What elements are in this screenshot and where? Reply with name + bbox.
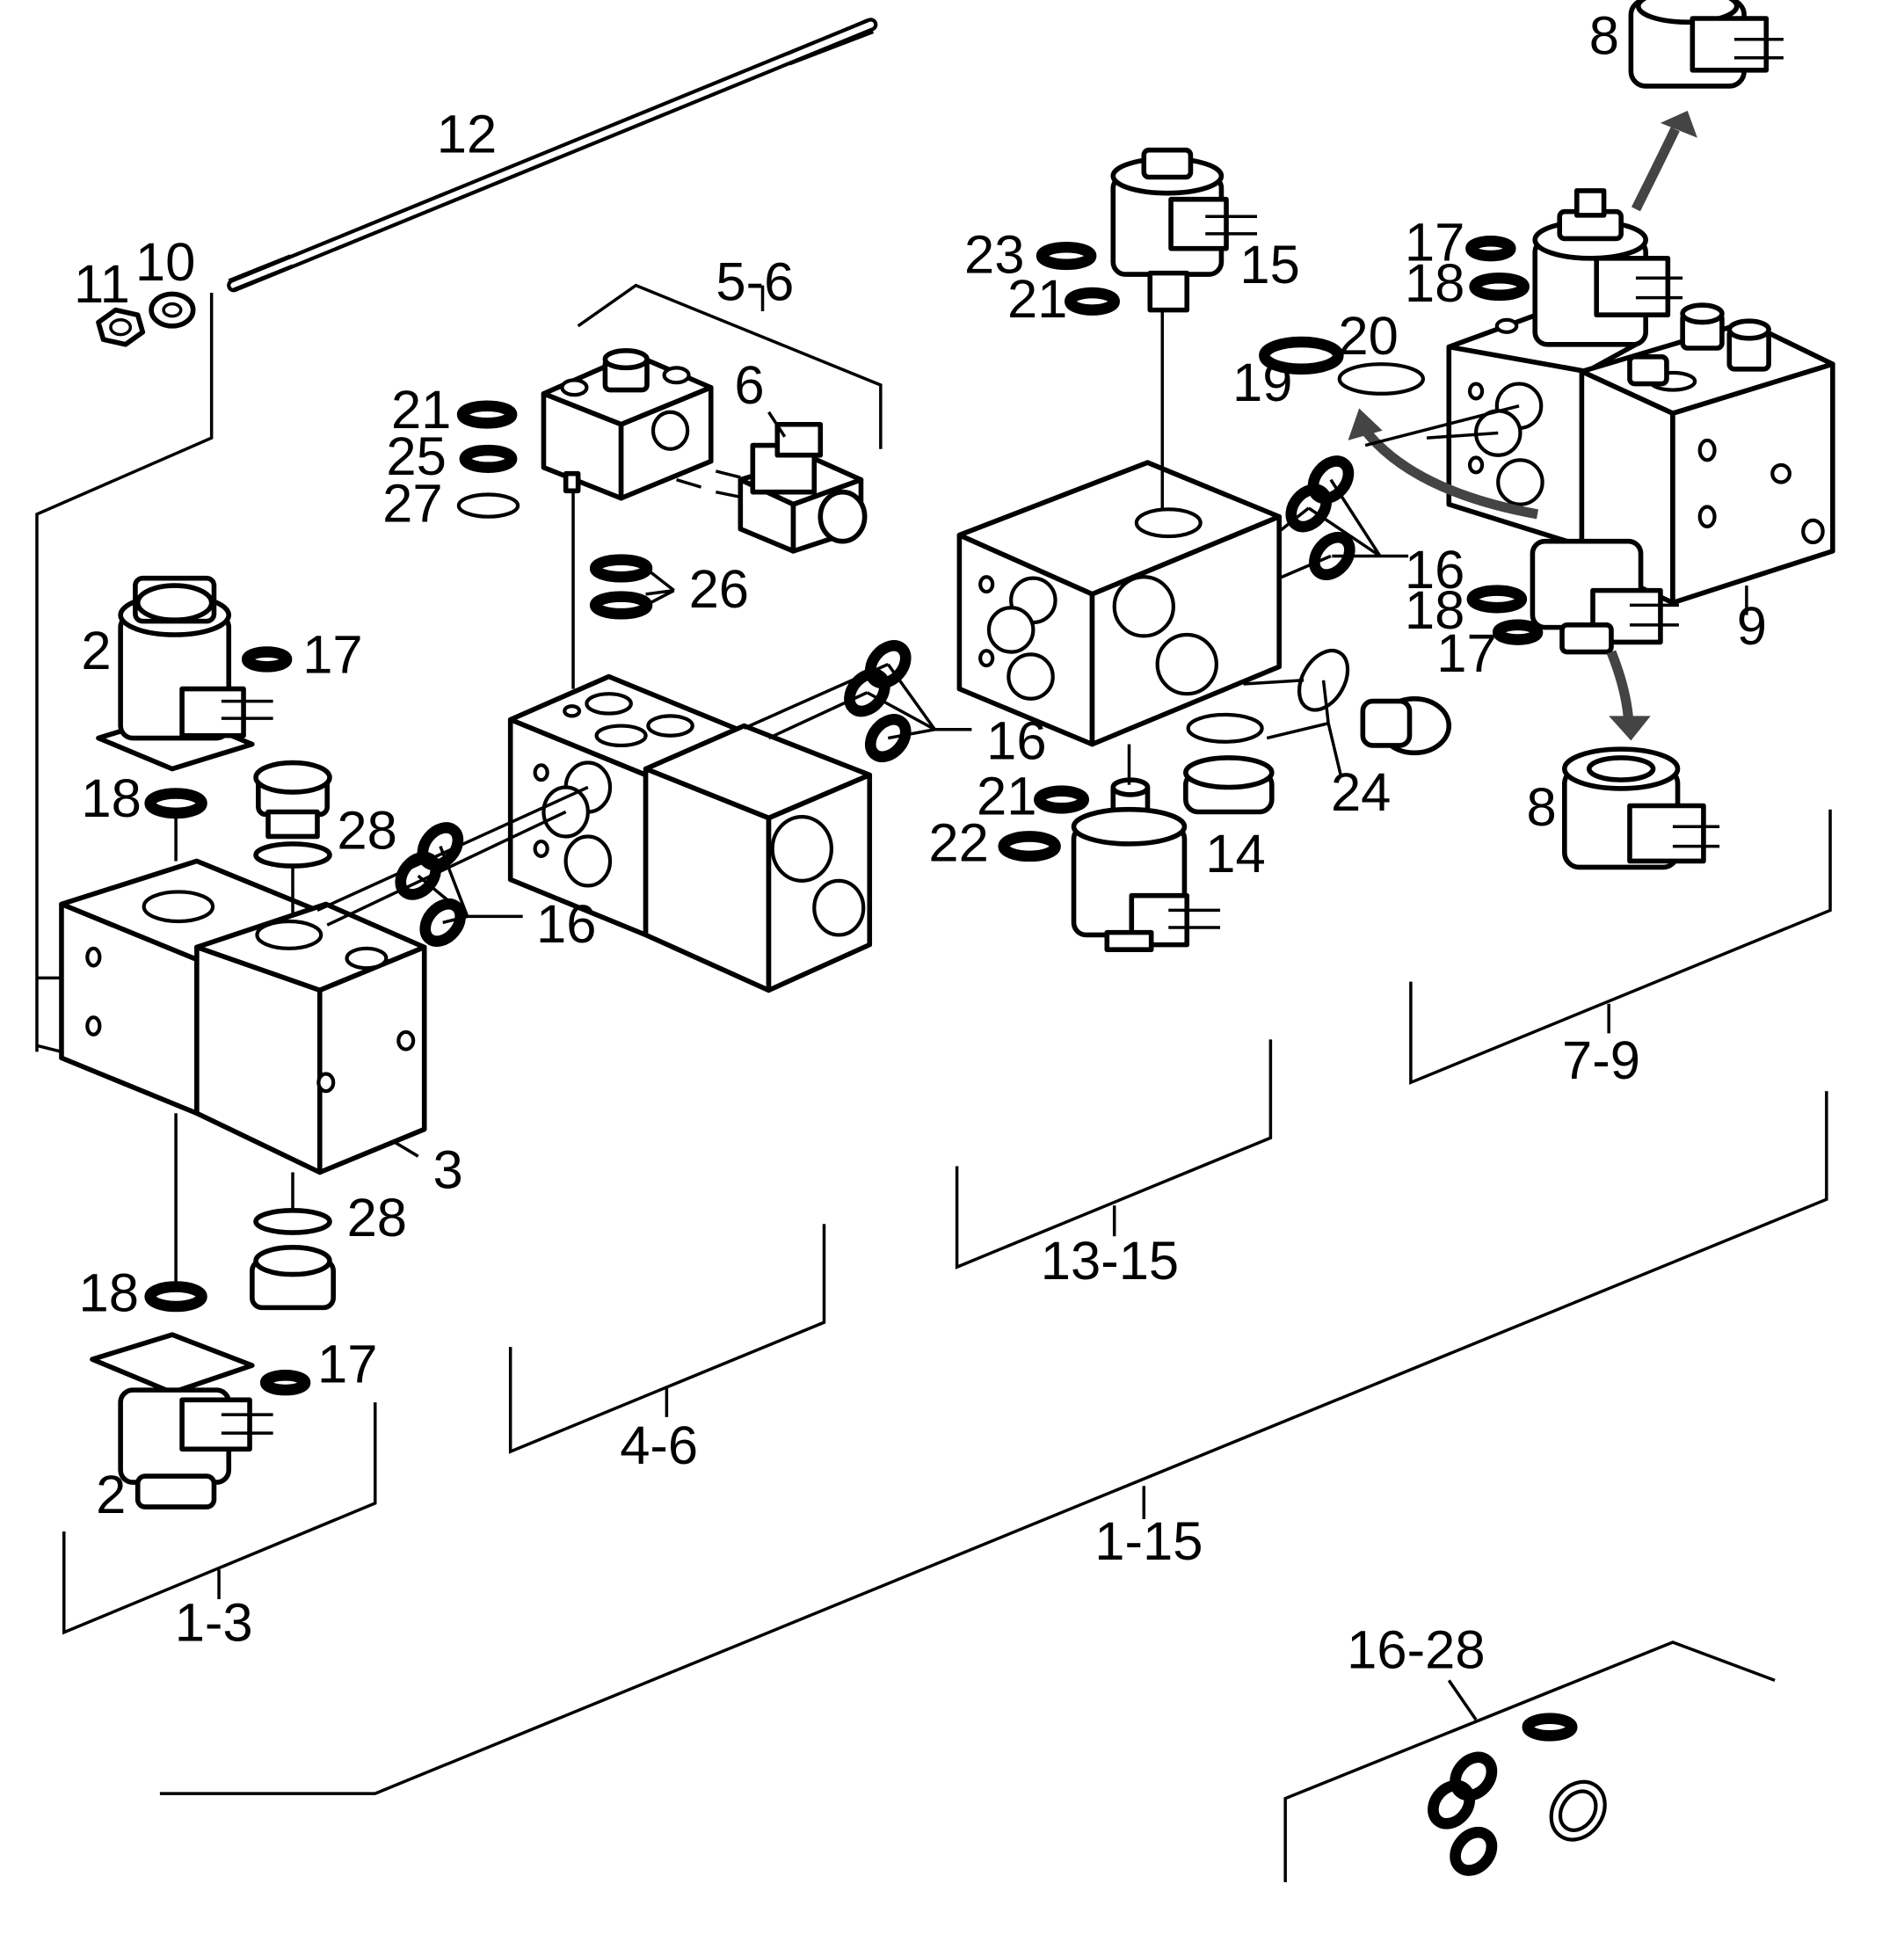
- label-1-15: 1-15: [1094, 1511, 1203, 1572]
- seal-kit: [1428, 1713, 1607, 1876]
- solenoid-7-bottom: [1530, 538, 1679, 655]
- o-ring-22: [998, 831, 1061, 862]
- label-16a: 16: [536, 894, 596, 955]
- label-22: 22: [928, 812, 988, 873]
- o-ring-17d: [1492, 619, 1544, 645]
- o-ring-21a: [456, 400, 518, 429]
- o-ring-21b: [1065, 287, 1120, 316]
- label-17b: 17: [317, 1335, 377, 1395]
- label-18c: 18: [1405, 253, 1464, 314]
- coil-8-top: [1628, 0, 1784, 89]
- seal-28-bottom: [253, 1208, 332, 1235]
- o-ring-25: [459, 444, 518, 474]
- label-16c: 16: [1405, 540, 1464, 600]
- hex-nut: [96, 307, 146, 347]
- solenoid-7-top: [1532, 188, 1683, 347]
- label-18a: 18: [81, 768, 141, 829]
- label-28b: 28: [347, 1188, 407, 1248]
- label-18d: 18: [1405, 580, 1464, 641]
- label-5-6: 5-6: [716, 251, 794, 312]
- label-28a: 28: [337, 800, 396, 861]
- label-21a: 21: [391, 380, 451, 440]
- label-15: 15: [1239, 235, 1299, 295]
- label-16-28: 16-28: [1347, 1619, 1485, 1680]
- plug-24-side: [1297, 649, 1452, 756]
- label-12: 12: [437, 105, 497, 165]
- seal-28-top: [253, 841, 332, 869]
- label-27: 27: [382, 473, 442, 534]
- valve-block-13: [956, 460, 1282, 747]
- label-25: 25: [386, 426, 446, 487]
- o-ring-17a: [241, 646, 293, 673]
- direction-arrow-curve: [1348, 408, 1539, 520]
- label-8b: 8: [1526, 777, 1556, 838]
- label-8a: 8: [1589, 6, 1619, 67]
- o-ring-21c: [1034, 785, 1090, 814]
- plug-24-bottom: [1183, 712, 1275, 815]
- tie-rod: [227, 18, 878, 293]
- o-ring-17c: [1465, 235, 1516, 262]
- label-17c: 17: [1405, 213, 1464, 273]
- o-ring-18d: [1466, 585, 1528, 614]
- label-2b: 2: [96, 1465, 126, 1525]
- washer: [149, 291, 196, 329]
- label-17d: 17: [1436, 623, 1496, 684]
- label-18b: 18: [79, 1263, 139, 1324]
- label-6: 6: [734, 355, 764, 416]
- seal-27: [456, 492, 520, 519]
- valve-block-5: [643, 723, 873, 993]
- solenoid-coil-2-top: [96, 575, 273, 772]
- o-ring-17b: [259, 1370, 311, 1396]
- o-ring-26a: [589, 554, 653, 583]
- coil-8-bottom: [1562, 746, 1720, 870]
- o-ring-19: [1259, 336, 1344, 375]
- label-20: 20: [1338, 306, 1398, 367]
- label-16b: 16: [986, 710, 1046, 771]
- plug-28-top: [253, 760, 332, 840]
- valve-block-3: [194, 901, 427, 1175]
- o-ring-18c: [1469, 272, 1530, 302]
- solenoid-6: [676, 421, 868, 554]
- label-26: 26: [689, 559, 749, 620]
- label-14: 14: [1205, 824, 1265, 884]
- o-ring-set-16c: [1285, 455, 1355, 580]
- solenoid-coil-2-bottom: [90, 1332, 273, 1509]
- o-ring-18b: [144, 1281, 207, 1313]
- label-21c: 21: [977, 766, 1036, 826]
- o-ring-26b: [589, 591, 653, 620]
- label-4-6: 4-6: [620, 1415, 698, 1476]
- o-ring-23: [1036, 241, 1097, 271]
- label-2a: 2: [81, 621, 111, 681]
- label-11: 11: [74, 254, 130, 315]
- o-ring-set-16b: [844, 640, 912, 763]
- label-21b: 21: [1007, 269, 1067, 330]
- label-10: 10: [135, 232, 195, 293]
- seal-20: [1337, 362, 1426, 396]
- plug-28-bottom: [250, 1245, 336, 1311]
- part-labels: 12 10 11 5-6 6 21 25 27 26 2 17 18 28 16…: [74, 6, 1767, 1681]
- label-23: 23: [964, 225, 1024, 286]
- assembly-lines: [35, 283, 1832, 1882]
- label-3: 3: [433, 1140, 463, 1201]
- label-7-9: 7-9: [1562, 1030, 1640, 1091]
- direction-arrow-up: [1631, 110, 1697, 212]
- cartridge-valve-5: [541, 347, 714, 501]
- label-19: 19: [1232, 353, 1292, 413]
- label-17a: 17: [302, 624, 362, 685]
- label-9: 9: [1737, 596, 1767, 657]
- label-24: 24: [1331, 762, 1391, 823]
- label-13-15: 13-15: [1041, 1231, 1179, 1291]
- solenoid-14: [1071, 777, 1221, 953]
- label-1-3: 1-3: [175, 1593, 253, 1654]
- solenoid-15: [1110, 147, 1258, 313]
- direction-arrow-down: [1606, 650, 1651, 741]
- o-ring-18a: [144, 788, 207, 819]
